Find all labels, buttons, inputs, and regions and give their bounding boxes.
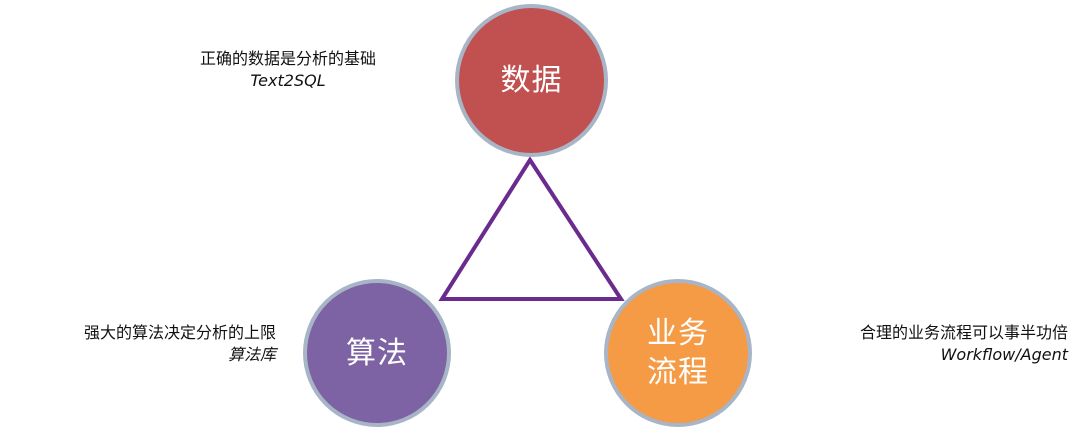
workflow-circle-title-line1: 业务 — [647, 316, 709, 351]
workflow-tool: Workflow/Agent — [940, 345, 1068, 364]
workflow-description: 合理的业务流程可以事半功倍 — [859, 323, 1068, 342]
algorithm-circle-title: 算法 — [346, 335, 408, 371]
workflow-label: 合理的业务流程可以事半功倍 Workflow/Agent — [788, 322, 1068, 366]
data-circle-title: 数据 — [500, 63, 563, 98]
triangle-shape — [438, 156, 625, 301]
data-label: 正确的数据是分析的基础 Text2SQL — [160, 48, 416, 92]
algorithm-circle: 算法 — [303, 279, 451, 427]
workflow-circle: 业务 流程 — [604, 279, 752, 427]
workflow-circle-title-line2: 流程 — [647, 355, 709, 390]
data-description: 正确的数据是分析的基础 — [199, 49, 376, 68]
algorithm-tool: 算法库 — [227, 345, 276, 364]
data-circle: 数据 — [455, 4, 608, 157]
data-tool: Text2SQL — [250, 71, 326, 90]
algorithm-label: 强大的算法决定分析的上限 算法库 — [14, 322, 276, 366]
algorithm-description: 强大的算法决定分析的上限 — [83, 323, 276, 342]
